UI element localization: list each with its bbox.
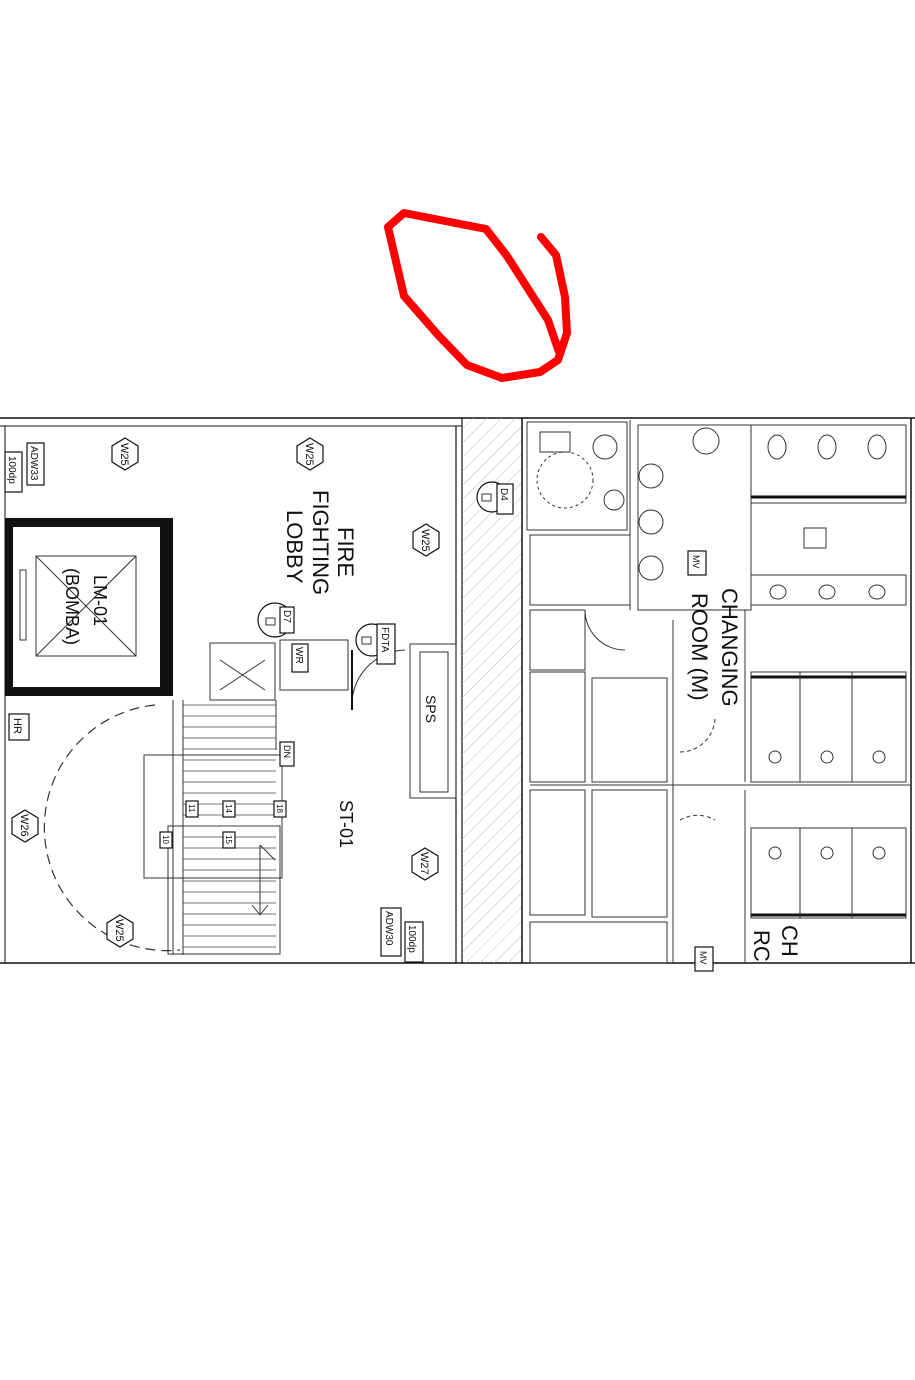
svg-text:100dp: 100dp — [6, 456, 17, 484]
svg-text:15: 15 — [224, 835, 233, 844]
svg-text:DN: DN — [282, 745, 292, 758]
svg-text:WR: WR — [293, 647, 304, 664]
tag-hr: HR — [8, 713, 30, 741]
svg-text:11: 11 — [187, 804, 196, 813]
svg-text:HR: HR — [11, 718, 23, 734]
svg-text:D4: D4 — [498, 488, 509, 501]
changing-room2-label-line1: CH — [777, 925, 802, 957]
svg-text:SPS: SPS — [423, 695, 439, 723]
lift-label-line1: LM-01 — [90, 575, 110, 626]
hex-tag-w25-b: W25 — [296, 437, 324, 471]
accessible-toilet — [536, 431, 827, 549]
stair-outline — [143, 642, 283, 955]
lift-shaft — [5, 518, 173, 696]
changing-room-label-line2: ROOM (M) — [687, 593, 712, 701]
lift-label-line2: (BOMBA) — [62, 568, 82, 645]
hex-tag-w26: W26 — [11, 809, 39, 843]
red-markup-circle — [384, 209, 571, 382]
step-numbers: 10 11 14 15 18 — [159, 800, 287, 849]
stair-label: ST-01 — [336, 800, 356, 848]
sps-riser — [409, 643, 457, 799]
hex-tag-w25-c: W25 — [412, 523, 440, 557]
svg-text:W25: W25 — [303, 443, 315, 466]
svg-text:MV: MV — [691, 555, 701, 569]
changing-room-label-line1: CHANGING — [717, 588, 742, 707]
svg-text:W25: W25 — [113, 919, 125, 942]
svg-text:MV: MV — [698, 951, 708, 965]
svg-text:W26: W26 — [18, 814, 30, 837]
hex-tag-w25-a: W25 — [111, 437, 139, 471]
tag-adw30: ADW30 — [380, 907, 402, 957]
svg-text:ADW30: ADW30 — [383, 911, 394, 946]
svg-text:14: 14 — [224, 804, 233, 813]
tag-fdta: FDTA — [355, 623, 396, 665]
tag-d4: D4 — [476, 481, 514, 515]
tag-mv-b: MV — [694, 946, 714, 972]
tag-100dp-a: 100dp — [4, 451, 23, 493]
changing-room-walls — [526, 420, 911, 964]
tag-dn: DN — [279, 741, 295, 767]
fire-lobby-label-line2: FIGHTING — [308, 490, 333, 595]
stair-treads — [183, 704, 276, 948]
tag-d7: D7 — [257, 602, 295, 638]
wc-pans — [767, 434, 887, 860]
wash-basins — [592, 427, 720, 581]
tag-wr: WR — [291, 643, 309, 673]
fire-lobby-label-line1: FIRE — [333, 527, 358, 577]
svg-text:100dp: 100dp — [406, 925, 417, 953]
tag-sps: SPS — [423, 695, 439, 723]
tag-adw33: ADW33 — [26, 442, 45, 486]
svg-text:ADW33: ADW33 — [28, 446, 39, 481]
svg-text:W25: W25 — [118, 443, 130, 466]
svg-text:10: 10 — [161, 835, 170, 844]
hex-tag-w25-d: W25 — [106, 914, 134, 948]
changing-room2-label-line2: RC — [749, 930, 774, 962]
svg-text:W27: W27 — [418, 852, 430, 875]
stair-swing-arc — [43, 704, 181, 952]
hex-tag-w27: W27 — [411, 847, 439, 881]
svg-text:D7: D7 — [281, 610, 292, 623]
svg-text:W25: W25 — [419, 529, 431, 552]
tag-100dp-b: 100dp — [404, 921, 424, 963]
fire-lobby-label-line3: LOBBY — [282, 510, 307, 584]
svg-text:FDTA: FDTA — [379, 627, 390, 653]
tag-mv-a: MV — [687, 550, 707, 576]
svg-text:18: 18 — [275, 804, 284, 813]
